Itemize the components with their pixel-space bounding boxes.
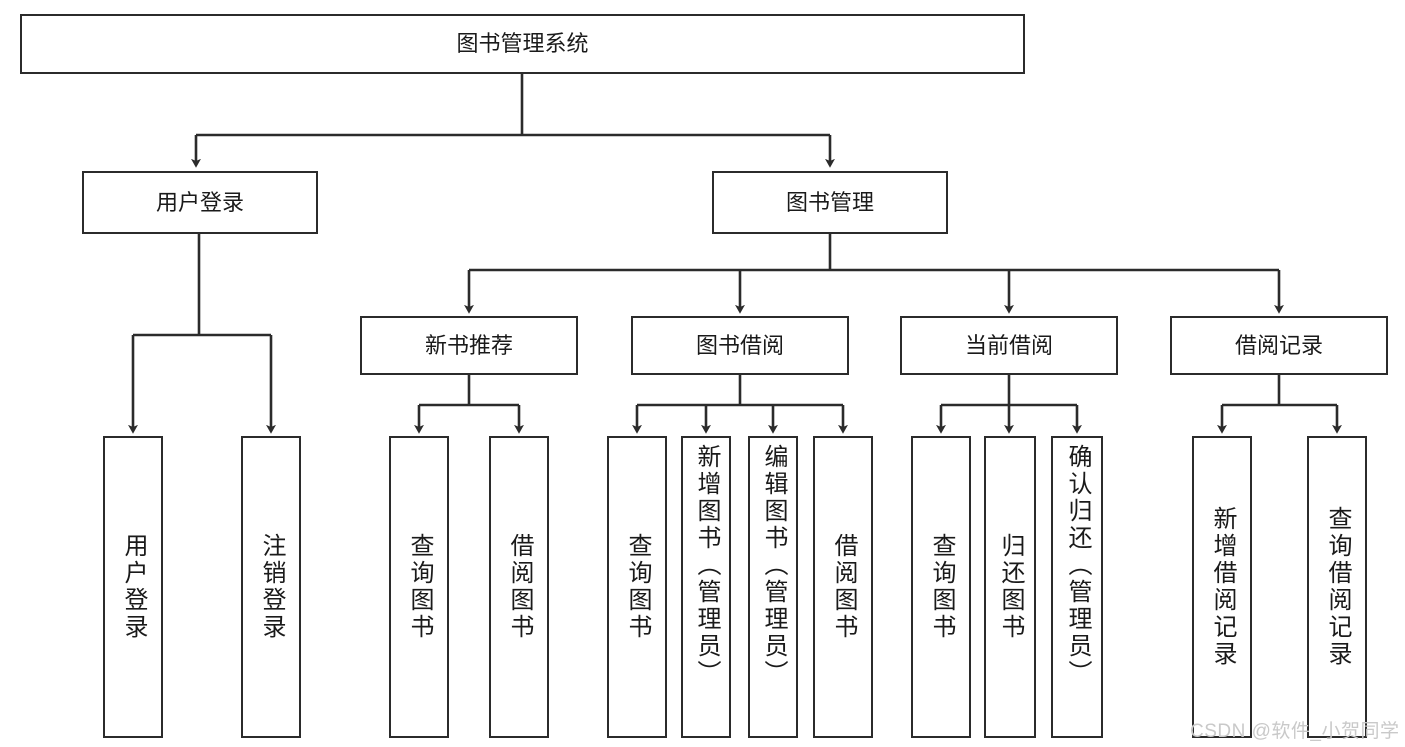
leaf-query-books-borrow[interactable]: 查询图书 [607, 436, 667, 738]
node-book-borrow[interactable]: 图书借阅 [631, 316, 849, 375]
node-book-management[interactable]: 图书管理 [712, 171, 948, 234]
node-label: 图书管理系统 [456, 31, 589, 57]
node-user-login[interactable]: 用户登录 [82, 171, 318, 234]
leaf-label: 编辑图书（管理员） [760, 444, 787, 687]
leaf-label: 查询借阅记录 [1324, 506, 1351, 668]
leaf-label: 查询图书 [624, 533, 651, 641]
leaf-user-login[interactable]: 用户登录 [103, 436, 163, 738]
node-current-borrow[interactable]: 当前借阅 [900, 316, 1118, 375]
node-label: 借阅记录 [1234, 332, 1323, 358]
leaf-edit-book-admin[interactable]: 编辑图书（管理员） [748, 436, 798, 738]
node-label: 当前借阅 [964, 332, 1053, 358]
node-new-book-recommendation[interactable]: 新书推荐 [360, 316, 578, 375]
leaf-query-borrow-record[interactable]: 查询借阅记录 [1307, 436, 1367, 738]
node-label: 用户登录 [155, 189, 244, 215]
leaf-label: 确认归还（管理员） [1064, 444, 1091, 687]
leaf-label: 查询图书 [928, 533, 955, 641]
leaf-label: 用户登录 [120, 533, 147, 641]
csdn-watermark: CSDN @软件_小贺同学 [1190, 721, 1400, 742]
leaf-query-books-recommend[interactable]: 查询图书 [389, 436, 449, 738]
leaf-borrow-books[interactable]: 借阅图书 [813, 436, 873, 738]
leaf-label: 归还图书 [997, 533, 1024, 641]
leaf-borrow-books-recommend[interactable]: 借阅图书 [489, 436, 549, 738]
leaf-logout[interactable]: 注销登录 [241, 436, 301, 738]
leaf-label: 注销登录 [258, 533, 285, 641]
leaf-label: 借阅图书 [506, 533, 533, 641]
node-borrow-records[interactable]: 借阅记录 [1170, 316, 1388, 375]
node-label: 新书推荐 [424, 332, 513, 358]
leaf-add-borrow-record[interactable]: 新增借阅记录 [1192, 436, 1252, 738]
node-label: 图书管理 [785, 189, 874, 215]
leaf-query-books-current[interactable]: 查询图书 [911, 436, 971, 738]
leaf-add-book-admin[interactable]: 新增图书（管理员） [681, 436, 731, 738]
leaf-label: 新增借阅记录 [1209, 506, 1236, 668]
leaf-confirm-return-admin[interactable]: 确认归还（管理员） [1051, 436, 1103, 738]
node-book-management-system[interactable]: 图书管理系统 [20, 14, 1025, 74]
node-label: 图书借阅 [695, 332, 784, 358]
leaf-label: 借阅图书 [830, 533, 857, 641]
leaf-label: 查询图书 [406, 533, 433, 641]
leaf-return-books[interactable]: 归还图书 [984, 436, 1036, 738]
leaf-label: 新增图书（管理员） [693, 444, 720, 687]
